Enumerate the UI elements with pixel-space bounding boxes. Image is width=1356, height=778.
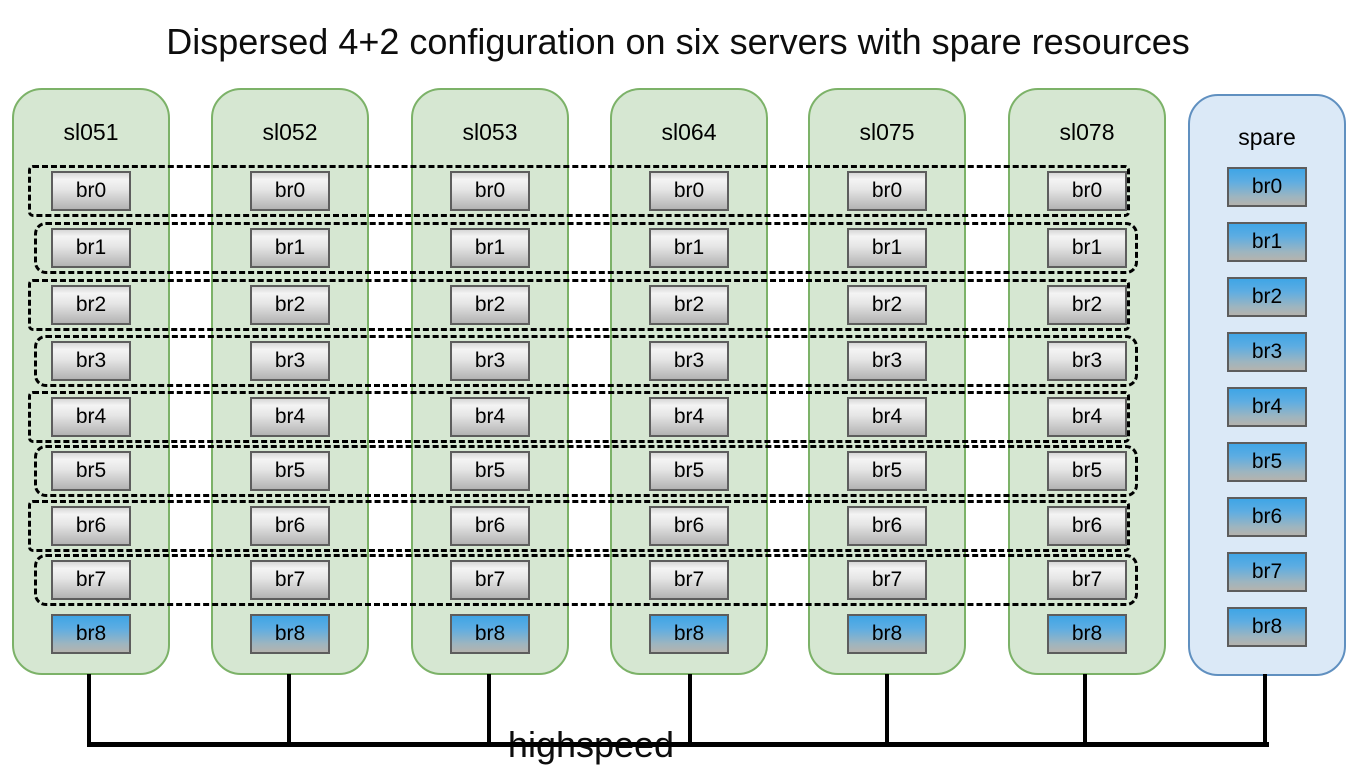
brick-spare-br6: br6 (1227, 497, 1307, 537)
brick-sl064-br8: br8 (649, 614, 729, 654)
brick-sl078-br4: br4 (1047, 397, 1127, 437)
brick-sl078-br0: br0 (1047, 171, 1127, 211)
brick-spare-br1: br1 (1227, 222, 1307, 262)
brick-sl078-br5: br5 (1047, 451, 1127, 491)
server-name: sl052 (262, 119, 318, 145)
brick-spare-br7: br7 (1227, 552, 1307, 592)
network-connector-sl075 (885, 674, 889, 746)
brick-spare-br8: br8 (1227, 607, 1307, 647)
brick-sl053-br8: br8 (450, 614, 530, 654)
brick-sl078-br3: br3 (1047, 341, 1127, 381)
brick-sl052-br3: br3 (250, 341, 330, 381)
server-column-sl052: sl052 br0 br1 br2 br3 br4 br5 br6 br7 br8 (211, 88, 369, 675)
highspeed-bus-line (87, 742, 1269, 747)
server-column-sl051: sl051 br0 br1 br2 br3 br4 br5 br6 br7 br8 (12, 88, 170, 675)
brick-sl078-br7: br7 (1047, 560, 1127, 600)
brick-sl052-br1: br1 (250, 228, 330, 268)
server-name: sl051 (63, 119, 119, 145)
brick-sl052-br7: br7 (250, 560, 330, 600)
brick-sl052-br0: br0 (250, 171, 330, 211)
brick-sl075-br4: br4 (847, 397, 927, 437)
server-name: spare (1238, 124, 1296, 150)
brick-sl075-br5: br5 (847, 451, 927, 491)
brick-sl064-br7: br7 (649, 560, 729, 600)
brick-sl053-br6: br6 (450, 506, 530, 546)
server-name: sl064 (661, 119, 717, 145)
brick-sl051-br5: br5 (51, 451, 131, 491)
brick-sl064-br3: br3 (649, 341, 729, 381)
brick-spare-br4: br4 (1227, 387, 1307, 427)
server-column-sl064: sl064 br0 br1 br2 br3 br4 br5 br6 br7 br8 (610, 88, 768, 675)
brick-sl051-br7: br7 (51, 560, 131, 600)
brick-sl075-br7: br7 (847, 560, 927, 600)
server-column-sl053: sl053 br0 br1 br2 br3 br4 br5 br6 br7 br8 (411, 88, 569, 675)
brick-spare-br2: br2 (1227, 277, 1307, 317)
brick-sl078-br1: br1 (1047, 228, 1127, 268)
brick-sl051-br8: br8 (51, 614, 131, 654)
brick-sl052-br4: br4 (250, 397, 330, 437)
brick-sl064-br4: br4 (649, 397, 729, 437)
brick-sl051-br0: br0 (51, 171, 131, 211)
brick-sl051-br2: br2 (51, 285, 131, 325)
brick-sl064-br5: br5 (649, 451, 729, 491)
diagram-title: Dispersed 4+2 configuration on six serve… (166, 21, 1190, 62)
brick-sl078-br2: br2 (1047, 285, 1127, 325)
brick-sl051-br4: br4 (51, 397, 131, 437)
brick-sl052-br2: br2 (250, 285, 330, 325)
brick-spare-br5: br5 (1227, 442, 1307, 482)
server-name: sl053 (462, 119, 518, 145)
brick-sl053-br0: br0 (450, 171, 530, 211)
brick-sl064-br6: br6 (649, 506, 729, 546)
network-connector-spare (1263, 674, 1267, 746)
brick-sl053-br1: br1 (450, 228, 530, 268)
brick-sl075-br0: br0 (847, 171, 927, 211)
brick-spare-br3: br3 (1227, 332, 1307, 372)
brick-sl051-br6: br6 (51, 506, 131, 546)
brick-sl064-br1: br1 (649, 228, 729, 268)
brick-sl075-br1: br1 (847, 228, 927, 268)
server-column-sl075: sl075 br0 br1 br2 br3 br4 br5 br6 br7 br8 (808, 88, 966, 675)
brick-sl064-br0: br0 (649, 171, 729, 211)
server-column-sl078: sl078 br0 br1 br2 br3 br4 br5 br6 br7 br8 (1008, 88, 1166, 675)
brick-sl052-br8: br8 (250, 614, 330, 654)
brick-sl053-br2: br2 (450, 285, 530, 325)
brick-spare-br0: br0 (1227, 167, 1307, 207)
brick-sl051-br3: br3 (51, 341, 131, 381)
brick-sl078-br8: br8 (1047, 614, 1127, 654)
network-connector-sl052 (287, 674, 291, 746)
brick-sl053-br7: br7 (450, 560, 530, 600)
brick-sl053-br4: br4 (450, 397, 530, 437)
network-connector-sl078 (1083, 674, 1087, 746)
network-connector-sl053 (487, 674, 491, 746)
brick-sl078-br6: br6 (1047, 506, 1127, 546)
server-name: sl075 (859, 119, 915, 145)
brick-sl075-br3: br3 (847, 341, 927, 381)
network-connector-sl051 (87, 674, 91, 746)
brick-sl053-br3: br3 (450, 341, 530, 381)
network-connector-sl064 (688, 674, 692, 746)
brick-sl053-br5: br5 (450, 451, 530, 491)
brick-sl051-br1: br1 (51, 228, 131, 268)
brick-sl052-br6: br6 (250, 506, 330, 546)
brick-sl052-br5: br5 (250, 451, 330, 491)
brick-sl075-br8: br8 (847, 614, 927, 654)
spare-column: spare br0 br1 br2 br3 br4 br5 br6 br7 br8 (1188, 94, 1346, 676)
brick-sl075-br6: br6 (847, 506, 927, 546)
brick-sl064-br2: br2 (649, 285, 729, 325)
brick-sl075-br2: br2 (847, 285, 927, 325)
server-name: sl078 (1059, 119, 1115, 145)
